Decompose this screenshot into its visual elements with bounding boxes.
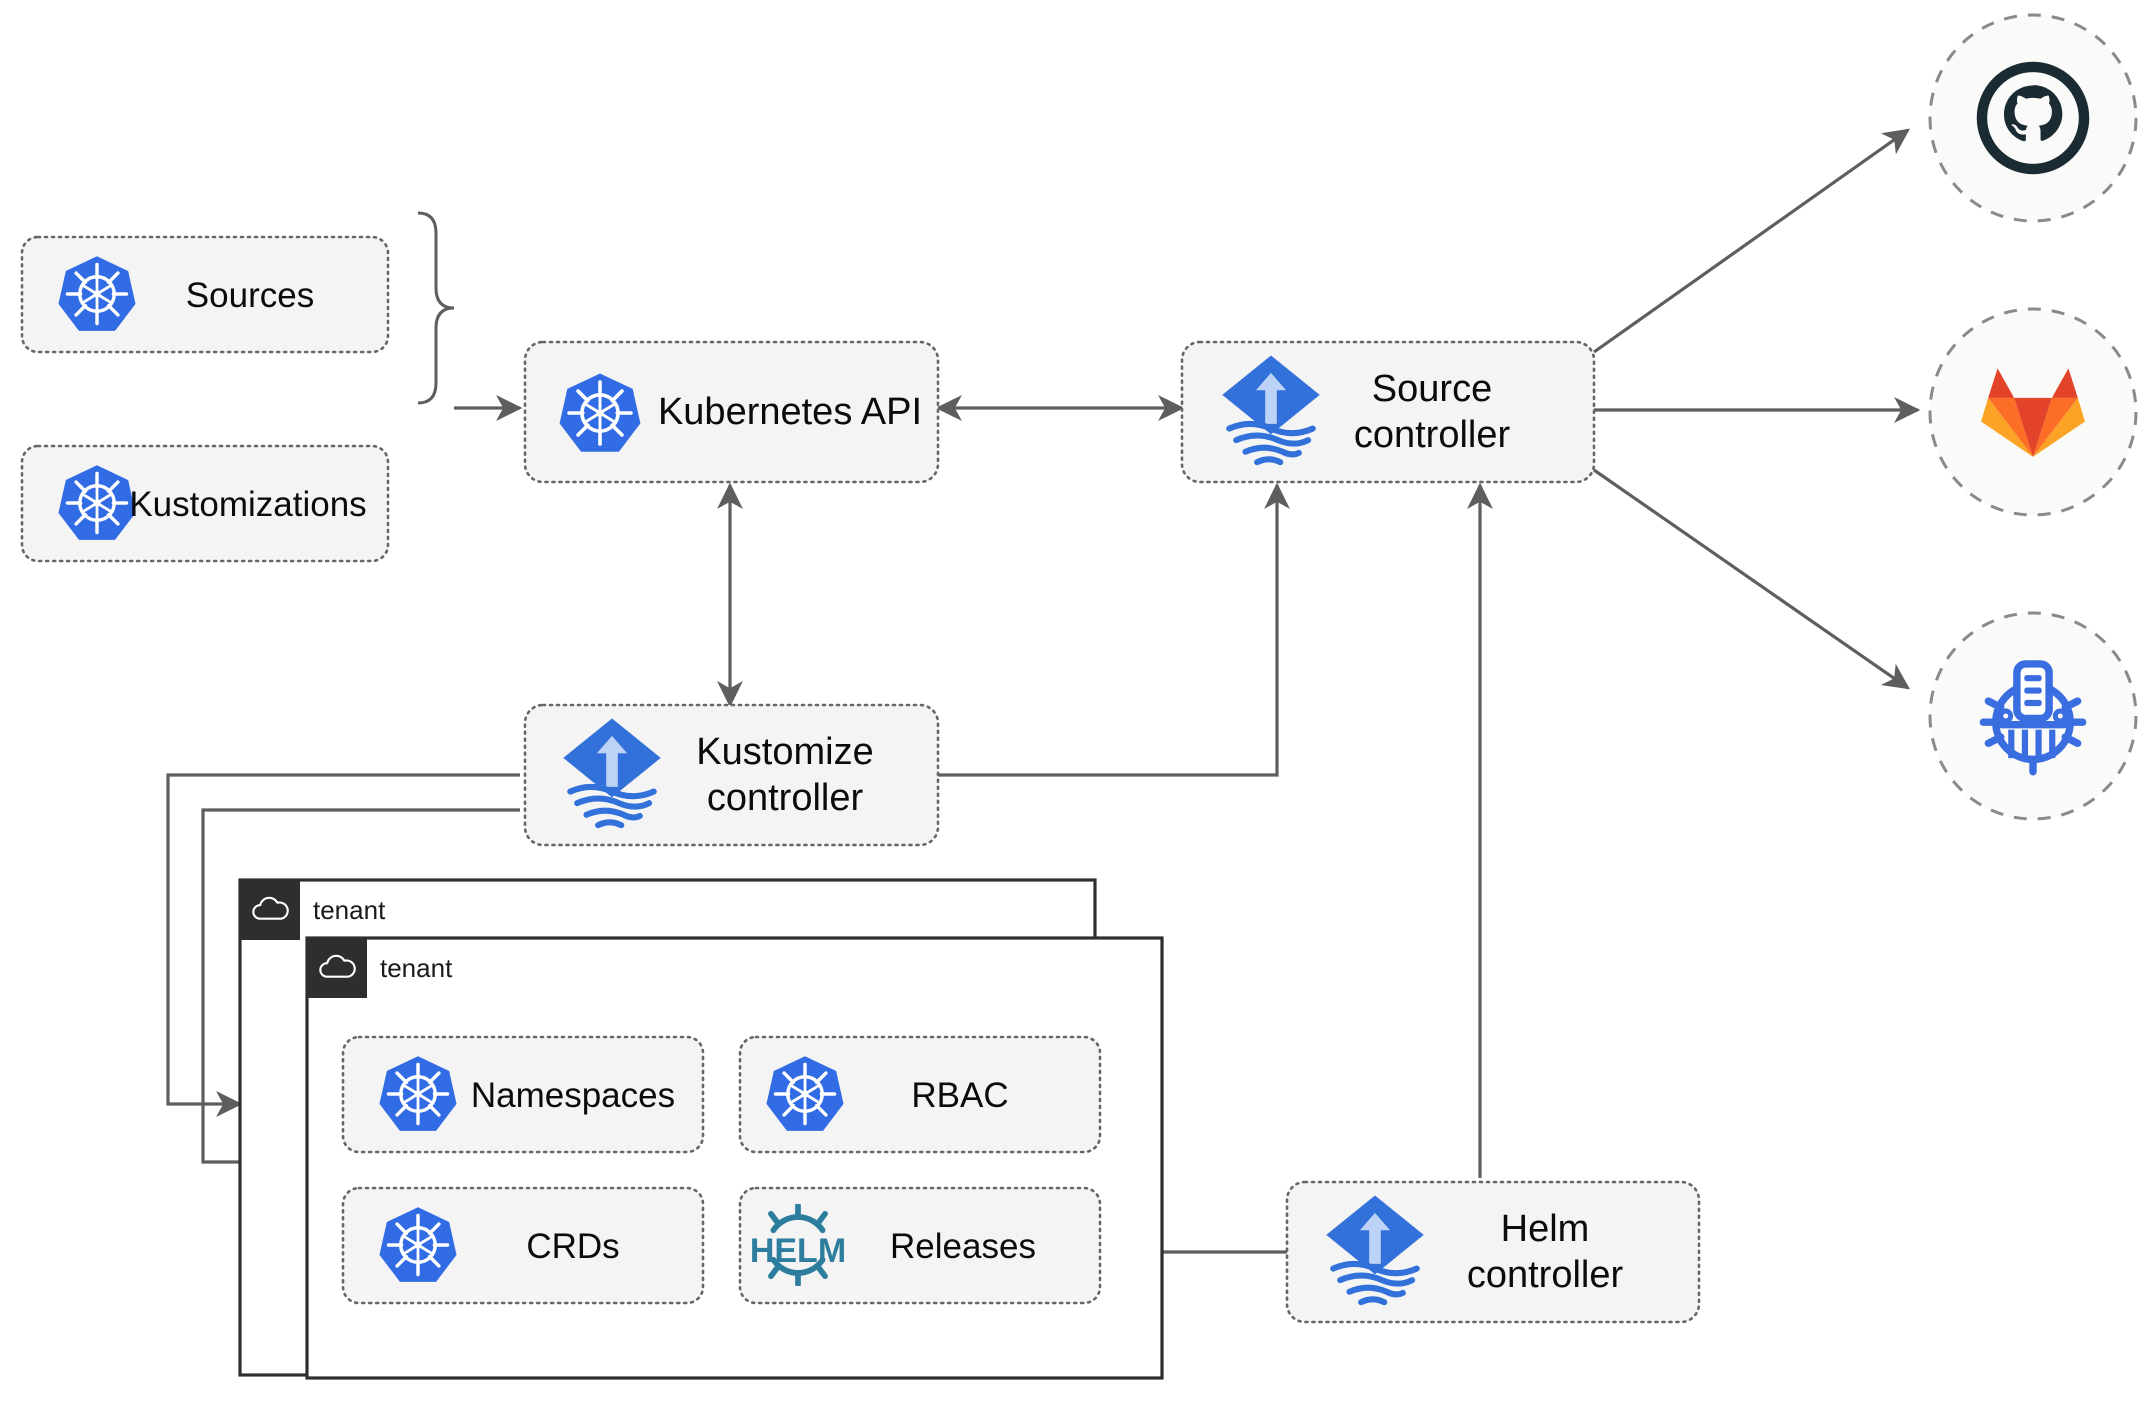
- provider-helm-registry[interactable]: [1928, 611, 2138, 821]
- node-label-kustomize-controller-1: Kustomize: [696, 731, 873, 773]
- tenant-resource-crds[interactable]: CRDs: [341, 1186, 705, 1305]
- resource-card-kustomizations[interactable]: Kustomizations: [20, 444, 390, 563]
- tenant-resource-label: RBAC: [911, 1076, 1008, 1115]
- tenant-resource-namespaces[interactable]: Namespaces: [341, 1035, 705, 1154]
- tenant-resource-rbac[interactable]: RBAC: [738, 1035, 1102, 1154]
- provider-gitlab[interactable]: [1928, 307, 2138, 517]
- tenant-resource-releases[interactable]: HELM Releases: [738, 1186, 1102, 1305]
- node-source-controller[interactable]: Source controller: [1180, 340, 1596, 484]
- tenant-label-front: tenant: [380, 953, 453, 983]
- resource-label-sources: Sources: [186, 276, 314, 315]
- edge-source-to-registry: [1593, 468, 1910, 690]
- tenant-label-back: tenant: [313, 895, 386, 925]
- node-label-source-controller-2: controller: [1354, 414, 1511, 456]
- tenant-resource-label: Namespaces: [471, 1076, 675, 1115]
- node-kubernetes-api[interactable]: Kubernetes API: [523, 340, 940, 484]
- node-label-helm-controller-2: controller: [1467, 1254, 1624, 1296]
- node-label-kustomize-controller-2: controller: [707, 777, 864, 819]
- resource-label-kustomizations: Kustomizations: [129, 485, 366, 524]
- provider-github[interactable]: [1928, 13, 2138, 223]
- node-helm-controller[interactable]: Helm controller: [1285, 1180, 1701, 1324]
- group-brace: [417, 211, 455, 405]
- edge-source-to-github: [1593, 128, 1910, 354]
- tenant-box-front[interactable]: tenant: [305, 936, 1164, 1380]
- edge-kustomize-to-source-controller: [938, 482, 1290, 777]
- resource-card-sources[interactable]: Sources: [20, 235, 390, 354]
- tenant-resource-label: Releases: [890, 1227, 1036, 1266]
- node-label-kubernetes-api: Kubernetes API: [658, 391, 922, 433]
- helm-wordmark: HELM: [750, 1232, 846, 1270]
- node-kustomize-controller[interactable]: Kustomize controller: [523, 703, 940, 847]
- node-label-helm-controller-1: Helm: [1501, 1208, 1590, 1250]
- node-label-source-controller-1: Source: [1372, 368, 1492, 410]
- tenant-resource-label: CRDs: [526, 1227, 619, 1266]
